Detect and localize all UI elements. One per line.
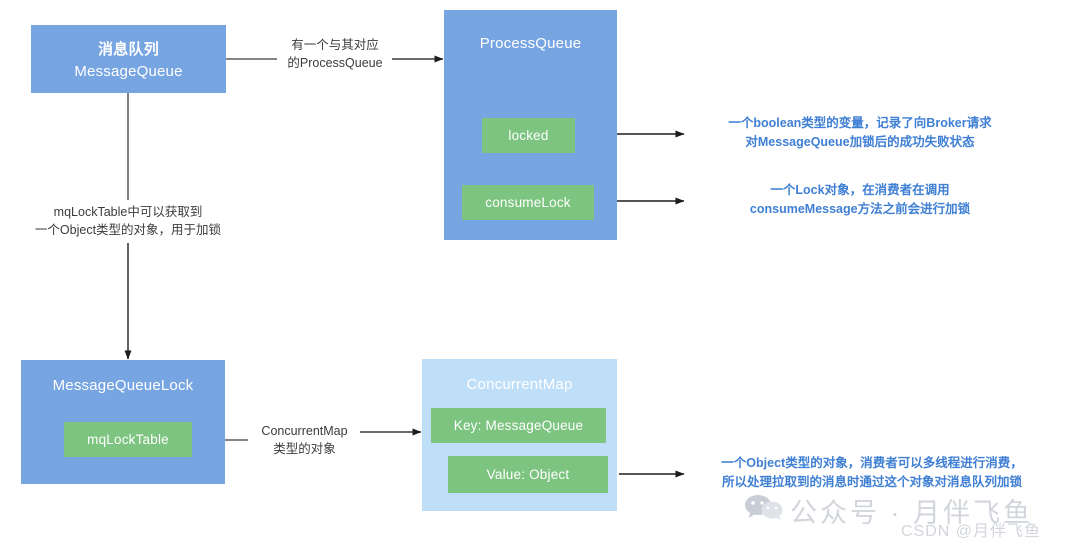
field-consume-lock[interactable]: consumeLock <box>462 185 594 220</box>
node-message-queue-lock[interactable]: MessageQueueLock mqLockTable <box>21 360 225 484</box>
node-message-queue-title-cn: 消息队列 <box>98 41 159 58</box>
watermark-main: 公众号 · 月伴飞鱼 <box>790 498 1033 528</box>
node-process-queue-title: ProcessQueue <box>479 35 582 52</box>
node-message-queue-title-en: MessageQueue <box>74 63 183 80</box>
note-consume-lock: 一个Lock对象，在消费者在调用 consumeMessage方法之前会进行加锁 <box>694 181 1026 219</box>
node-concurrent-map[interactable]: ConcurrentMap Key: MessageQueue Value: O… <box>422 359 617 511</box>
note-consume-lock-line1: 一个Lock对象，在消费者在调用 <box>770 183 950 197</box>
wechat-icon <box>744 494 784 520</box>
note-value-object: 一个Object类型的对象，消费者可以多线程进行消费， 所以处理拉取到的消息时通… <box>694 454 1050 492</box>
edge-label-mq-to-pq-line1: 有一个与其对应 <box>291 38 379 52</box>
note-value-object-line1: 一个Object类型的对象，消费者可以多线程进行消费， <box>721 456 1023 470</box>
edge-label-mqlocktable-to-map-line1: ConcurrentMap <box>261 424 348 438</box>
node-message-queue-lock-title: MessageQueueLock <box>52 377 194 394</box>
node-concurrent-map-title: ConcurrentMap <box>466 376 573 393</box>
field-mq-lock-table[interactable]: mqLockTable <box>64 422 192 457</box>
note-locked: 一个boolean类型的变量，记录了向Broker请求 对MessageQueu… <box>694 114 1026 152</box>
field-map-value[interactable]: Value: Object <box>448 456 608 493</box>
node-process-queue[interactable]: ProcessQueue locked consumeLock <box>444 10 617 240</box>
edge-label-mq-to-mqlock: mqLockTable中可以获取到 一个Object类型的对象，用于加锁 <box>15 203 241 239</box>
node-message-queue[interactable]: 消息队列 MessageQueue <box>31 25 226 93</box>
field-locked[interactable]: locked <box>482 118 575 153</box>
note-locked-line2: 对MessageQueue加锁后的成功失败状态 <box>745 134 975 149</box>
edge-label-mq-to-pq: 有一个与其对应 的ProcessQueue <box>277 36 393 72</box>
field-map-key[interactable]: Key: MessageQueue <box>431 408 606 443</box>
edge-label-mqlocktable-to-map-line2: 类型的对象 <box>273 442 336 457</box>
note-consume-lock-line2: consumeMessage方法之前会进行加锁 <box>749 201 971 216</box>
edge-label-mq-to-mqlock-line2: 一个Object类型的对象，用于加锁 <box>34 223 222 238</box>
edge-label-mqlocktable-to-map: ConcurrentMap 类型的对象 <box>248 422 361 458</box>
edge-label-mq-to-pq-line2: 的ProcessQueue <box>287 56 383 71</box>
note-value-object-line2: 所以处理拉取到的消息时通过这个对象对消息队列加锁 <box>721 474 1022 489</box>
watermark-sub: CSDN @月伴飞鱼 <box>901 523 1042 538</box>
edge-label-mq-to-mqlock-line1: mqLockTable中可以获取到 <box>53 205 203 219</box>
note-locked-line1: 一个boolean类型的变量，记录了向Broker请求 <box>728 116 992 130</box>
